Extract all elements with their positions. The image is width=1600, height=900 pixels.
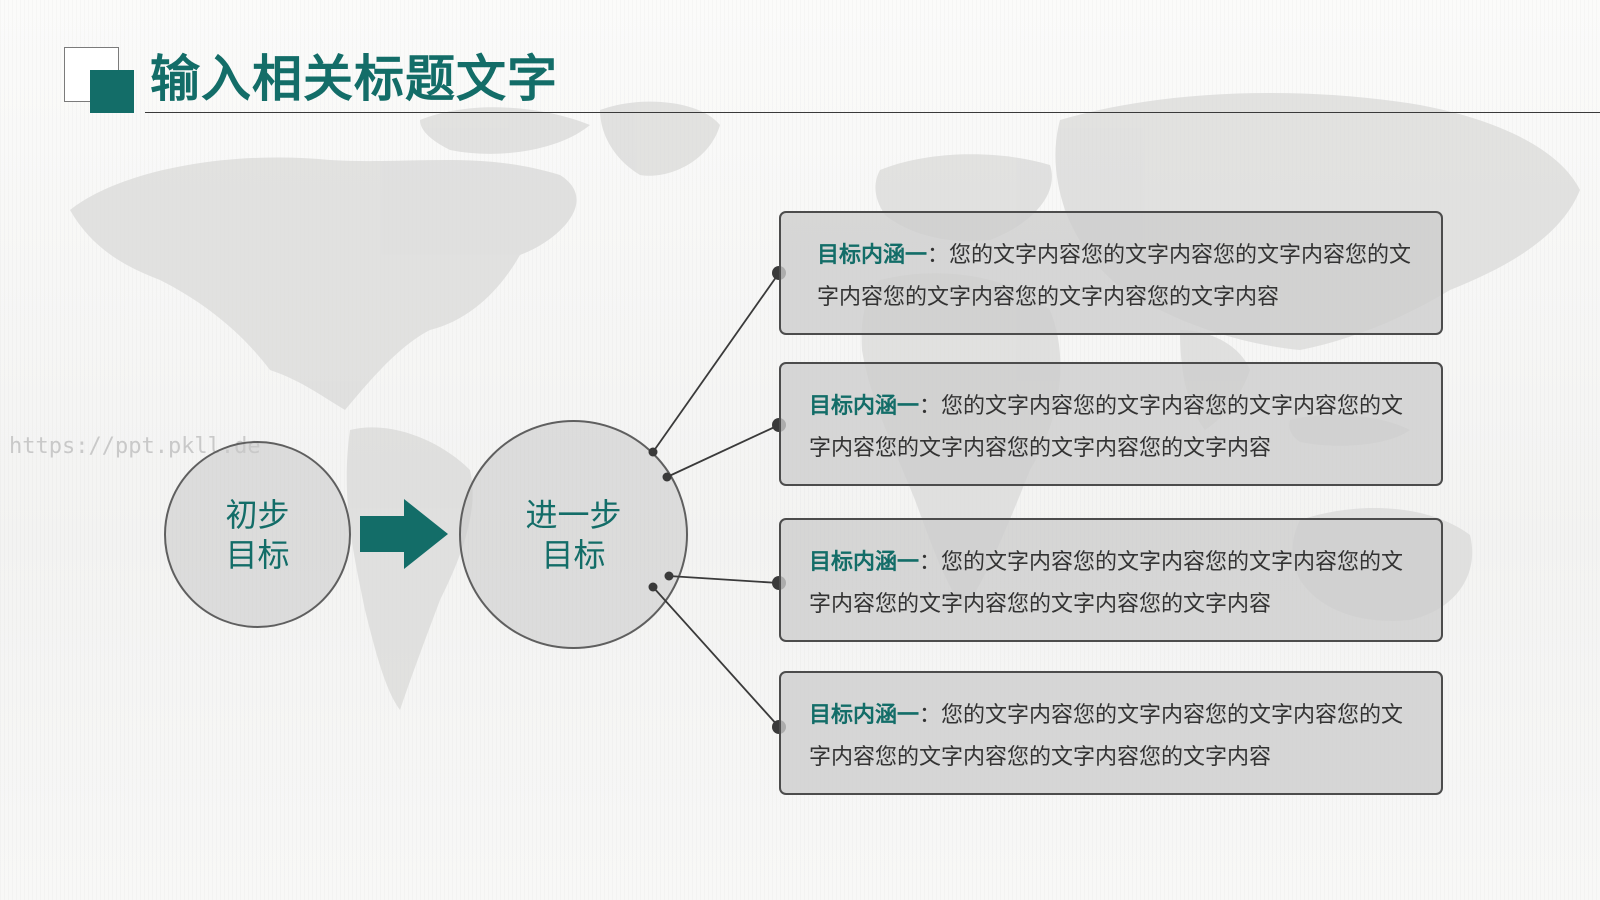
- start-goal-circle: 初步 目标: [164, 441, 351, 628]
- page-title: 输入相关标题文字: [150, 50, 558, 108]
- goal-item-label: 目标内涵一: [809, 550, 920, 575]
- goal-item-box-3: 目标内涵一：您的文字内容您的文字内容您的文字内容您的文字内容您的文字内容您的文字…: [779, 518, 1443, 642]
- further-goal-line2: 目标: [541, 535, 606, 574]
- goal-item-text: 您的文字内容您的文字内容您的文字内容您的文字内容您的文字内容您的文字内容您的文字…: [817, 243, 1412, 310]
- goal-item-box-1: 目标内涵一：您的文字内容您的文字内容您的文字内容您的文字内容您的文字内容您的文字…: [779, 211, 1443, 335]
- goal-item-separator: ：: [919, 550, 942, 575]
- further-goal-line1: 进一步: [525, 495, 622, 534]
- goal-item-separator: ：: [919, 703, 942, 728]
- arrow-right-icon: [360, 499, 448, 569]
- goal-item-text: 您的文字内容您的文字内容您的文字内容您的文字内容您的文字内容您的文字内容您的文字…: [809, 394, 1404, 461]
- goal-item-text: 您的文字内容您的文字内容您的文字内容您的文字内容您的文字内容您的文字内容您的文字…: [809, 550, 1404, 617]
- goal-item-label: 目标内涵一: [809, 394, 920, 419]
- goal-item-box-2: 目标内涵一：您的文字内容您的文字内容您的文字内容您的文字内容您的文字内容您的文字…: [779, 362, 1443, 486]
- start-goal-line1: 初步: [225, 495, 290, 534]
- title-decoration-filled-square: [90, 70, 134, 113]
- goal-item-box-4: 目标内涵一：您的文字内容您的文字内容您的文字内容您的文字内容您的文字内容您的文字…: [779, 671, 1443, 795]
- goal-item-label: 目标内涵一: [817, 243, 928, 268]
- title-underline: [145, 112, 1600, 113]
- further-goal-circle: 进一步 目标: [459, 420, 688, 649]
- goal-item-label: 目标内涵一: [809, 703, 920, 728]
- goal-item-separator: ：: [919, 394, 942, 419]
- goal-item-text: 您的文字内容您的文字内容您的文字内容您的文字内容您的文字内容您的文字内容您的文字…: [809, 703, 1404, 770]
- start-goal-line2: 目标: [225, 535, 290, 574]
- goal-item-separator: ：: [927, 243, 950, 268]
